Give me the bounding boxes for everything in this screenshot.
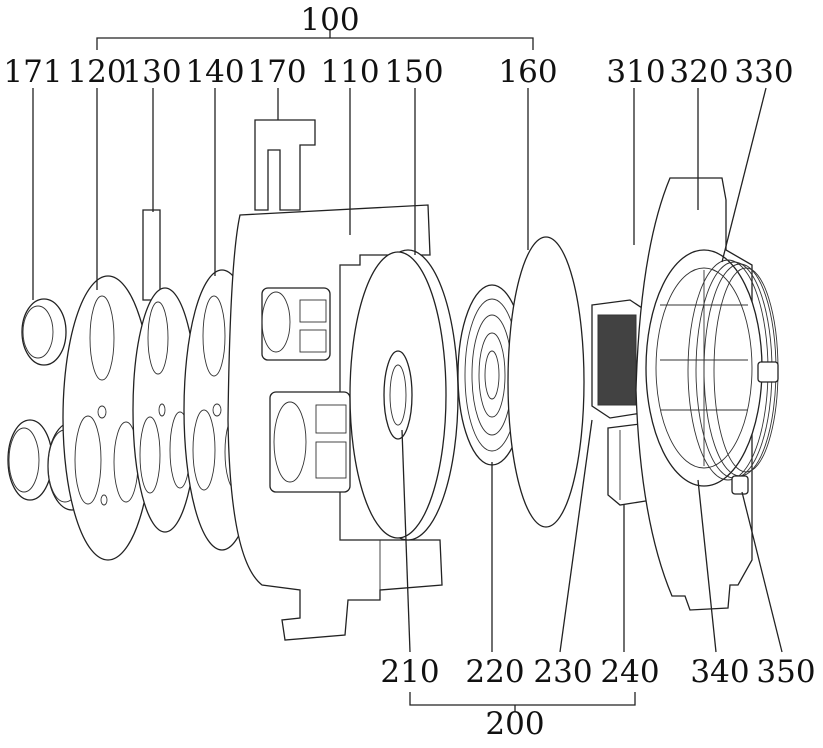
label-330: 330	[734, 54, 793, 90]
label-320: 320	[669, 54, 728, 90]
label-210: 210	[380, 654, 439, 690]
label-230: 230	[533, 654, 592, 690]
label-350: 350	[756, 654, 815, 690]
label-140: 140	[185, 54, 244, 90]
label-200: 200	[485, 706, 544, 742]
part-160-disc	[508, 237, 584, 527]
label-340: 340	[690, 654, 749, 690]
label-130: 130	[122, 54, 181, 90]
label-150: 150	[384, 54, 443, 90]
label-220: 220	[465, 654, 524, 690]
label-171: 171	[3, 54, 62, 90]
label-160: 160	[498, 54, 557, 90]
label-240: 240	[600, 654, 659, 690]
label-310: 310	[606, 54, 665, 90]
label-120: 120	[67, 54, 126, 90]
label-170: 170	[247, 54, 306, 90]
label-100: 100	[300, 2, 359, 38]
label-110: 110	[320, 54, 379, 90]
